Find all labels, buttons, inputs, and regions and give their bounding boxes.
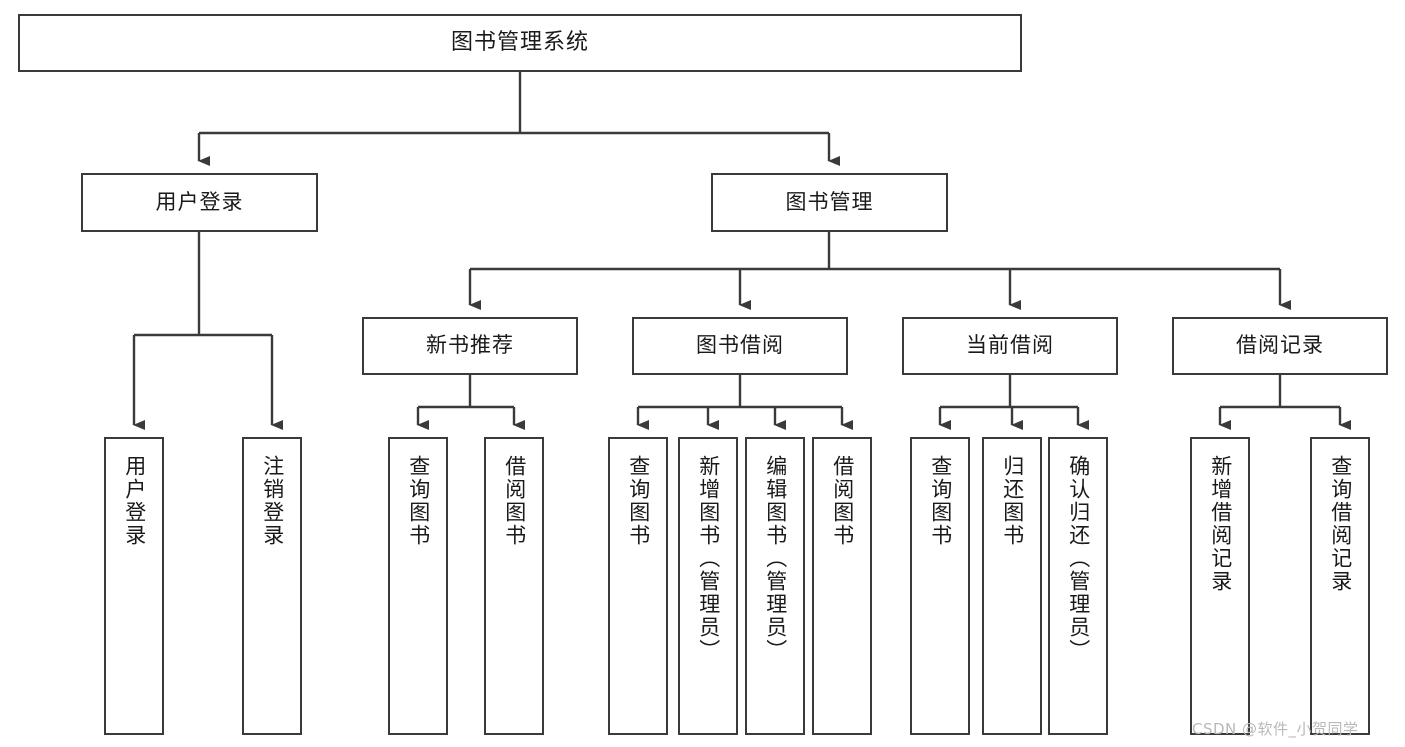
node-leaf-8[interactable]: 查询图书 (910, 437, 970, 735)
node-leaf-6[interactable]: 编辑图书（管理员） (745, 437, 805, 735)
node-level2-0[interactable]: 用户登录 (81, 173, 318, 232)
node-leaf-4[interactable]: 查询图书 (608, 437, 668, 735)
node-label: 借阅图书 (502, 455, 527, 547)
node-label: 确认归还（管理员） (1066, 455, 1091, 662)
node-leaf-12[interactable]: 查询借阅记录 (1310, 437, 1370, 735)
node-label: 查询借阅记录 (1328, 455, 1353, 593)
node-label: 新增借阅记录 (1208, 455, 1233, 593)
node-label: 归还图书 (1000, 455, 1025, 547)
node-leaf-5[interactable]: 新增图书（管理员） (678, 437, 738, 735)
node-leaf-0[interactable]: 用户登录 (104, 437, 164, 735)
node-level3-2[interactable]: 当前借阅 (902, 317, 1118, 375)
node-leaf-10[interactable]: 确认归还（管理员） (1048, 437, 1108, 735)
node-label: 查询图书 (406, 455, 431, 547)
node-label: 图书管理 (785, 189, 874, 214)
node-label: 用户登录 (155, 189, 244, 214)
node-level3-3[interactable]: 借阅记录 (1172, 317, 1388, 375)
node-level2-1[interactable]: 图书管理 (711, 173, 948, 232)
csdn-watermark: CSDN @软件_小贺同学 (1192, 720, 1359, 738)
node-label: 借阅记录 (1236, 333, 1324, 358)
node-label: 编辑图书（管理员） (763, 455, 788, 662)
node-label: 新书推荐 (426, 333, 514, 358)
node-label: 注销登录 (260, 455, 285, 547)
node-leaf-7[interactable]: 借阅图书 (812, 437, 872, 735)
node-root[interactable]: 图书管理系统 (18, 14, 1022, 72)
node-leaf-2[interactable]: 查询图书 (388, 437, 448, 735)
node-label: 当前借阅 (966, 333, 1054, 358)
node-label: 图书管理系统 (450, 29, 589, 55)
node-label: 借阅图书 (830, 455, 855, 547)
node-label: 用户登录 (122, 455, 147, 547)
node-label: 新增图书（管理员） (696, 455, 721, 662)
node-leaf-9[interactable]: 归还图书 (982, 437, 1042, 735)
node-leaf-1[interactable]: 注销登录 (242, 437, 302, 735)
node-label: 查询图书 (928, 455, 953, 547)
node-level3-1[interactable]: 图书借阅 (632, 317, 848, 375)
node-label: 图书借阅 (696, 333, 784, 358)
node-leaf-11[interactable]: 新增借阅记录 (1190, 437, 1250, 735)
node-leaf-3[interactable]: 借阅图书 (484, 437, 544, 735)
node-level3-0[interactable]: 新书推荐 (362, 317, 578, 375)
node-label: 查询图书 (626, 455, 651, 547)
